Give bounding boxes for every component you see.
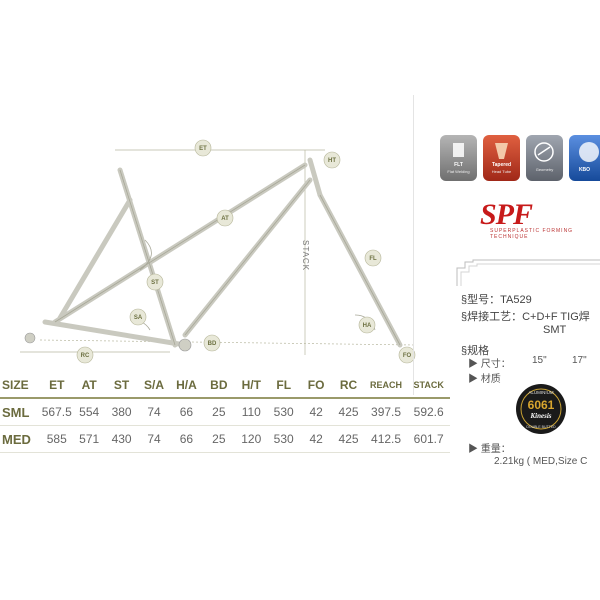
badge-bottom-text: DOUBLE BUTTED — [526, 425, 556, 429]
brand-name: SPF — [480, 198, 533, 231]
table-cell: 42 — [299, 425, 333, 453]
svg-text:FO: FO — [403, 353, 412, 359]
bottom-bracket — [178, 338, 192, 352]
svg-text:FL: FL — [369, 256, 377, 262]
row-label: MED — [0, 425, 41, 453]
svg-text:ST: ST — [151, 280, 159, 286]
label-rc: RC — [76, 346, 94, 364]
label-st: ST — [146, 273, 164, 291]
header-et: ET — [40, 373, 73, 399]
table-cell: 430 — [105, 425, 138, 453]
table-row: MED 585 571 430 74 66 25 120 530 42 425 … — [0, 425, 450, 453]
label-at: AT — [216, 209, 234, 227]
frame-geometry-diagram: ET HT AT STACK FL ST SA HA BD RC FO — [20, 139, 416, 364]
header-rc: RC — [332, 373, 365, 399]
table-cell: 530 — [267, 425, 300, 453]
header-fo: FO — [299, 373, 333, 399]
table-cell: 74 — [137, 398, 171, 426]
svg-text:ET: ET — [199, 146, 207, 152]
6061-kinesis-badge: ALUMINIUM 6061 Kinesis DOUBLE BUTTED — [516, 384, 566, 434]
head-tube — [307, 157, 323, 198]
badge-top-text: ALUMINIUM — [528, 390, 554, 395]
table-cell: 66 — [170, 425, 203, 453]
spec-weld: §焊接工艺：C+D+F TIG焊 — [461, 311, 590, 323]
svg-text:BD: BD — [208, 341, 217, 347]
spf-logo: SPF SUPERPLASTIC FORMING TECHNIQUE — [470, 198, 600, 246]
header-bd: BD — [202, 373, 236, 399]
label-sa: SA — [129, 308, 147, 326]
svg-text:HA: HA — [363, 323, 372, 329]
table-cell: 571 — [72, 425, 106, 453]
row-label: SML — [0, 398, 41, 426]
table-cell: 554 — [72, 398, 106, 426]
column-divider — [413, 95, 414, 395]
table-row: SML 567.5 554 380 74 66 25 110 530 42 42… — [0, 398, 450, 426]
svg-text:RC: RC — [81, 353, 90, 359]
spec-size-17: 17" — [572, 355, 587, 366]
label-ht: HT — [323, 151, 341, 169]
svg-text:HT: HT — [328, 158, 336, 164]
geometry-table: SIZE ET AT ST S/A H/A BD H/T FL FO RC RE… — [0, 373, 450, 453]
table-cell: 585 — [40, 425, 73, 453]
label-fl: FL — [364, 249, 382, 267]
kbo-icon: KBO — [569, 135, 600, 181]
diagram-labels: ET HT AT STACK FL ST SA HA BD RC FO — [76, 139, 416, 364]
table-cell: 66 — [170, 398, 203, 426]
header-at: AT — [72, 373, 106, 399]
table-cell: 567.5 — [40, 398, 73, 426]
table-header-row: SIZE ET AT ST S/A H/A BD H/T FL FO RC RE… — [0, 373, 450, 399]
table-cell: 74 — [137, 425, 171, 453]
spec-size-15: 15" — [532, 355, 547, 366]
spec-title: §规格 — [461, 345, 490, 357]
table-cell: 425 — [332, 398, 365, 426]
label-fo: FO — [398, 346, 416, 364]
header-ha: H/A — [170, 373, 203, 399]
header-stack: STACK — [407, 373, 450, 399]
table-cell: 592.6 — [407, 398, 450, 426]
table-cell: 397.5 — [364, 398, 408, 426]
svg-text:SA: SA — [134, 315, 143, 321]
axle-line — [39, 339, 416, 346]
rear-dropout — [24, 332, 36, 344]
table-cell: 530 — [267, 398, 300, 426]
tapered-head-tube-icon: Tapered Head Tube — [483, 135, 520, 181]
seat-stay — [57, 197, 133, 321]
table-cell: 412.5 — [364, 425, 408, 453]
header-st: ST — [105, 373, 138, 399]
chain-stay — [42, 319, 188, 348]
brand-subtitle: SUPERPLASTIC FORMING TECHNIQUE — [490, 228, 574, 240]
flt-icon: FLT Flat Welding — [440, 135, 477, 181]
table-cell: 25 — [202, 425, 236, 453]
table-cell: 120 — [235, 425, 268, 453]
table-cell: 380 — [105, 398, 138, 426]
label-stack: STACK — [301, 240, 310, 271]
table-cell: 110 — [235, 398, 268, 426]
spec-material: ▶ 材质 — [468, 374, 501, 385]
badge-number: 6061 — [528, 398, 555, 412]
spec-weight-label: ▶ 重量： — [468, 444, 511, 455]
table-cell: 25 — [202, 398, 236, 426]
badge-name: Kinesis — [529, 412, 551, 420]
label-bd: BD — [203, 334, 221, 352]
header-reach: REACH — [364, 373, 408, 399]
header-ht: H/T — [235, 373, 268, 399]
spec-weight-value: 2.21kg ( MED,Size C — [494, 456, 588, 467]
header-sa: S/A — [137, 373, 171, 399]
geometry-icon: Geometry — [526, 135, 563, 181]
label-ha: HA — [358, 316, 376, 334]
header-size: SIZE — [0, 373, 41, 399]
table-cell: 42 — [299, 398, 333, 426]
spec-size-label: ▶ 尺寸： — [468, 359, 511, 370]
feature-icons: FLT Flat Welding Tapered Head Tube Geome… — [440, 135, 600, 185]
header-fl: FL — [267, 373, 300, 399]
table-cell: 425 — [332, 425, 365, 453]
label-et: ET — [194, 139, 212, 157]
svg-text:AT: AT — [221, 216, 229, 222]
spec-weld-cont: SMT — [543, 324, 567, 336]
table-cell: 601.7 — [407, 425, 450, 453]
spec-model: §型号：TA529 — [461, 294, 532, 306]
spec-box-corner — [456, 259, 600, 286]
